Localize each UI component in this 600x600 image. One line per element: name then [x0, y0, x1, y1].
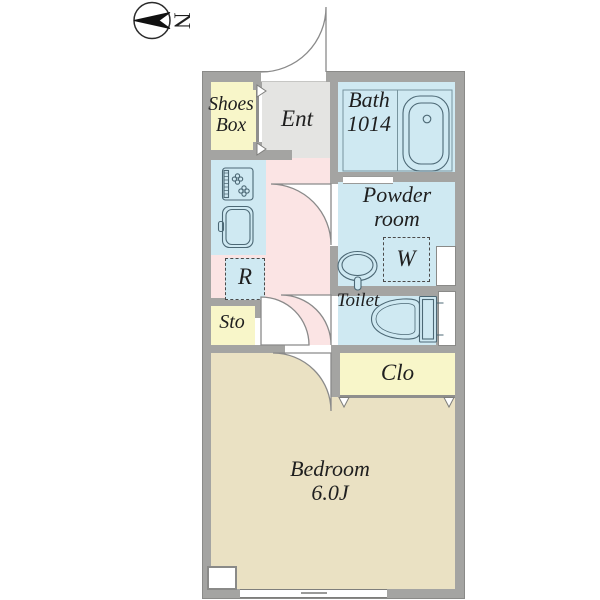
refrigerator-box: W: [225, 258, 265, 300]
room-shoes-box: [211, 82, 256, 150]
bedroom-door-opening: [285, 345, 331, 353]
wall: [338, 172, 464, 182]
washer-label: W: [396, 246, 416, 271]
bath-door-opening: [343, 175, 393, 184]
closet-front-line: [340, 395, 455, 398]
wall: [330, 246, 338, 296]
shoes-box-label: Shoes Box: [208, 94, 254, 137]
room-storage: [211, 306, 255, 345]
refrigerator-label: R: [237, 264, 253, 289]
entrance-door-arc: [260, 6, 327, 73]
compass-icon: [133, 1, 171, 40]
compass-north-label: N: [169, 12, 195, 29]
window-center-mark: [301, 591, 327, 594]
wall: [256, 84, 259, 146]
wall: [338, 286, 464, 296]
wall: [255, 306, 262, 318]
storage-label: Sto: [219, 311, 245, 333]
bedroom-label: Bedroom 6.0J: [255, 456, 405, 506]
pipe-shaft: [436, 246, 456, 286]
entrance-opening: [261, 72, 326, 82]
room-entrance: [262, 82, 330, 158]
bedroom-size: 6.0J: [311, 480, 349, 506]
toilet-label: Toilet: [336, 290, 380, 311]
wall: [203, 150, 292, 160]
plan-outline: [202, 71, 465, 599]
wall: [455, 72, 464, 598]
wall: [326, 72, 464, 82]
entrance-label: Ent: [281, 106, 313, 131]
wall: [253, 142, 262, 150]
washer-box: [383, 237, 430, 282]
pillar: [207, 566, 237, 590]
bedroom-name: Bedroom: [290, 456, 370, 481]
room-closet: [340, 353, 455, 396]
closet-label: Clo: [380, 360, 415, 385]
wall: [330, 345, 340, 397]
wall: [203, 72, 211, 598]
wall: [330, 82, 338, 184]
wall: [203, 298, 262, 306]
pipe-shaft: [438, 291, 456, 346]
powder-room-label: Powder room: [362, 182, 432, 232]
wall: [203, 72, 261, 82]
wall: [253, 82, 262, 90]
bath-label: Bath 1014: [347, 87, 391, 137]
